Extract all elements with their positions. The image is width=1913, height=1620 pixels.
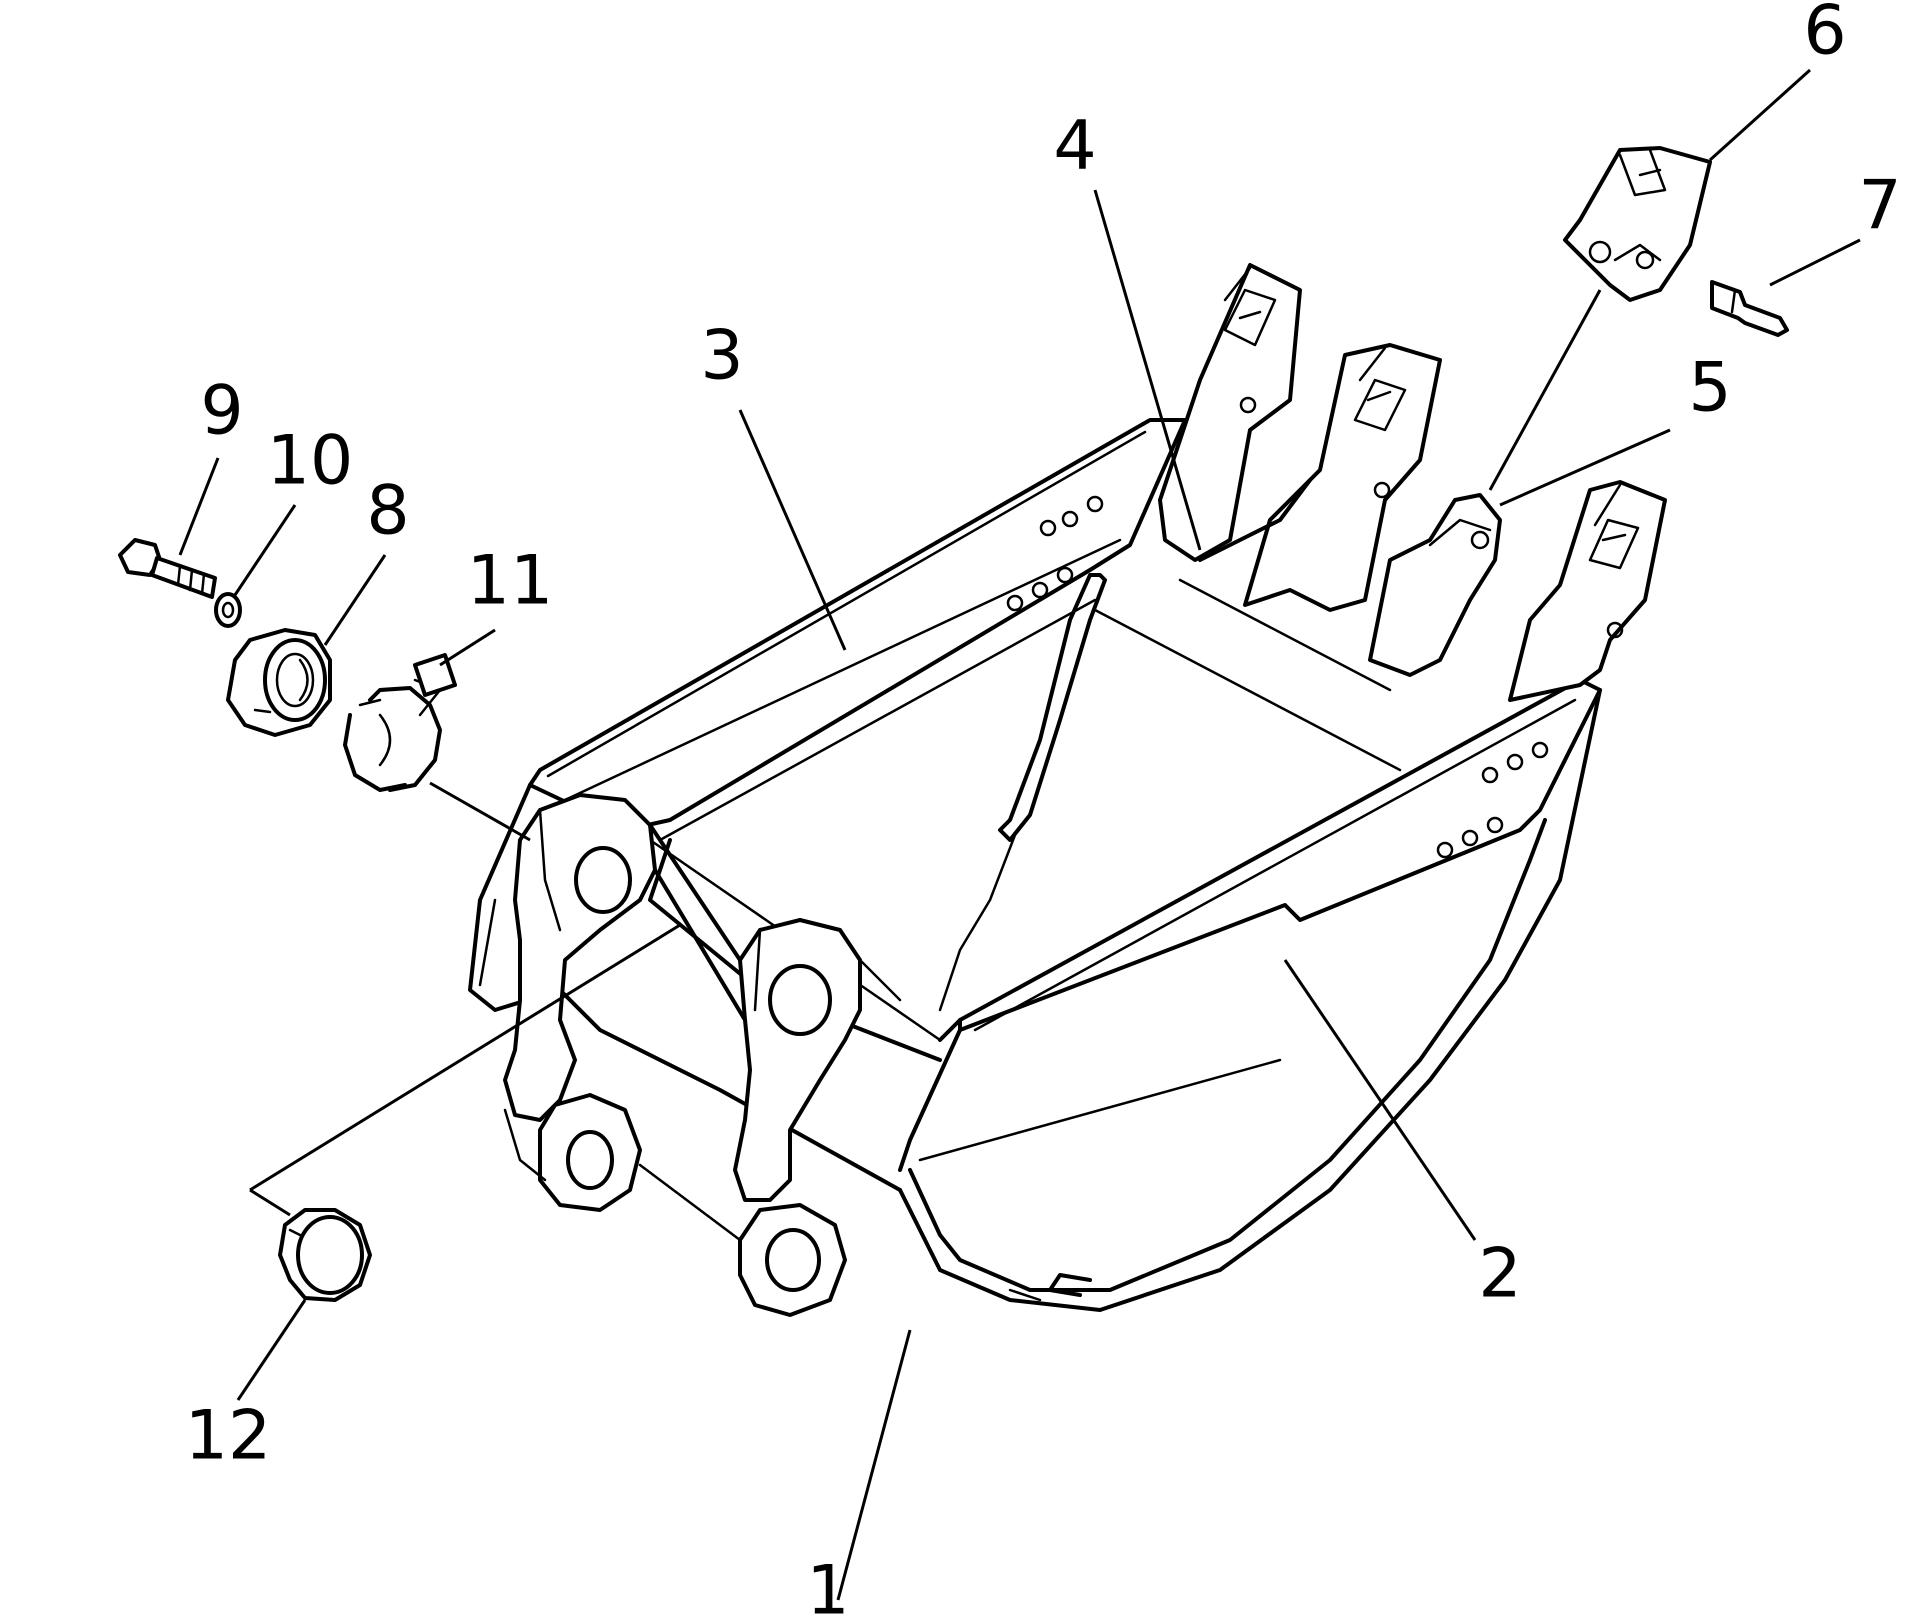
leader-6b <box>1488 289 1602 491</box>
center-wear-strip <box>998 573 1107 842</box>
leader-7 <box>1769 238 1861 287</box>
callout-4: 4 <box>1053 107 1096 186</box>
boss-ring <box>226 628 332 737</box>
bucket-teeth <box>1158 263 1667 702</box>
leader-11 <box>439 628 496 667</box>
upper-left-boss <box>503 793 657 1122</box>
shim <box>343 653 457 792</box>
leader-9 <box>178 457 220 556</box>
leader-10 <box>233 504 297 596</box>
plug <box>278 1208 372 1302</box>
tooth-2 <box>1243 343 1442 612</box>
washer <box>214 592 242 628</box>
callout-10: 10 <box>267 422 354 501</box>
leader-lines <box>178 68 1861 1601</box>
tooth-point-exploded <box>1563 146 1712 302</box>
tooth-4 <box>1508 480 1667 702</box>
tooth-3-adapter <box>1368 493 1502 677</box>
bolt <box>118 538 217 599</box>
callout-11: 11 <box>467 542 554 621</box>
leader-8 <box>323 554 387 646</box>
callout-5: 5 <box>1688 349 1731 428</box>
leader-1 <box>836 1329 912 1601</box>
callout-12: 12 <box>185 1397 272 1476</box>
tooth-pin <box>1710 280 1789 337</box>
callout-2: 2 <box>1478 1235 1521 1314</box>
leader-5 <box>1499 428 1671 507</box>
bucket-body <box>468 418 1602 1312</box>
leader-2 <box>1283 959 1477 1241</box>
callout-6: 6 <box>1803 0 1846 71</box>
leader-4 <box>1093 189 1202 551</box>
right-plate-bolt-holes <box>1436 741 1549 859</box>
mounting-bosses <box>503 793 902 1317</box>
lower-right-boss <box>738 1203 847 1317</box>
callout-3: 3 <box>700 317 743 396</box>
callout-8: 8 <box>366 472 409 551</box>
right-side-plate <box>958 678 1602 1032</box>
callout-7: 7 <box>1858 167 1901 246</box>
tooth-1 <box>1158 263 1302 562</box>
leader-3 <box>738 409 847 651</box>
lower-left-boss <box>538 1093 642 1212</box>
leader-12 <box>236 1299 307 1401</box>
callout-labels: 1 2 3 4 5 6 7 8 9 10 11 12 <box>185 0 1902 1620</box>
callout-9: 9 <box>200 372 243 451</box>
bucket-shell <box>908 818 1547 1292</box>
left-plate-bolt-holes <box>1006 495 1104 612</box>
leader-6 <box>1708 68 1812 162</box>
callout-1: 1 <box>806 1552 849 1620</box>
